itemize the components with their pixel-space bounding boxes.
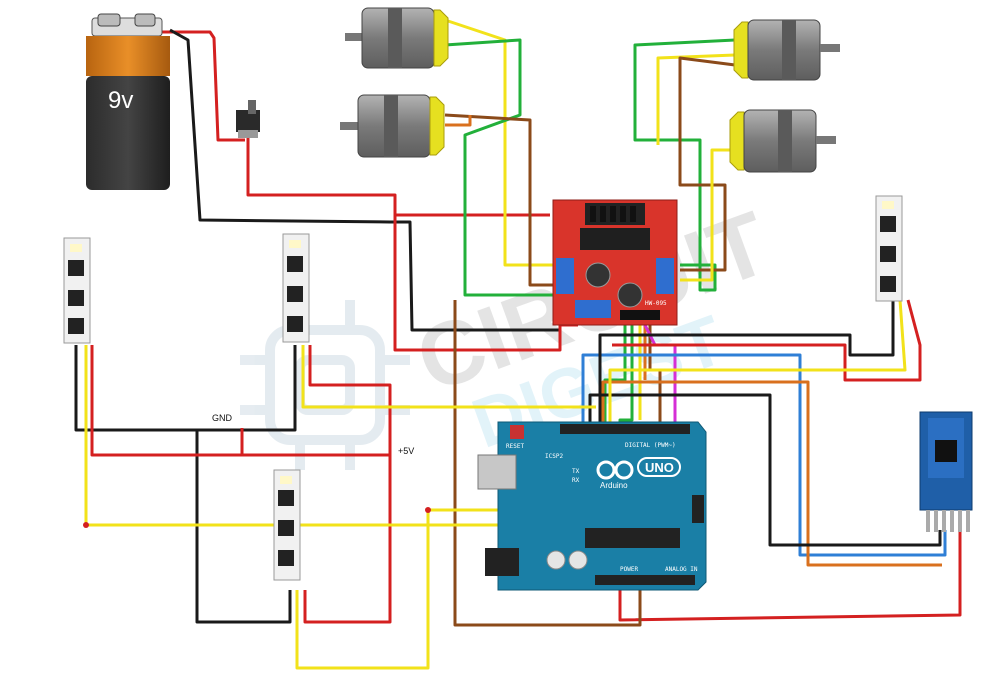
led-strip-left xyxy=(63,237,91,344)
wire-gnd-bus xyxy=(74,345,297,432)
wire-motor2-orange xyxy=(445,115,472,127)
wire-bt-blue xyxy=(581,353,947,557)
motor-front-left xyxy=(345,7,449,69)
motor-front-right xyxy=(733,19,840,81)
wire-5v-bus xyxy=(90,345,392,457)
arduino-brand-label: Arduino xyxy=(600,481,628,490)
wire-battery-positive xyxy=(148,30,245,142)
gnd-label: GND xyxy=(212,413,233,423)
analog-label: ANALOG IN xyxy=(665,566,698,573)
motor-rear-left xyxy=(340,94,445,158)
vcc-label: +5V xyxy=(398,446,414,456)
led-strip-center xyxy=(282,233,310,343)
arduino-infinity-icon xyxy=(596,460,634,480)
driver-model-label: HW-095 xyxy=(645,300,667,307)
battery-label: 9v xyxy=(108,87,133,114)
junction-dots xyxy=(83,507,431,528)
wire-motor2-brown xyxy=(444,113,553,287)
motor-driver-l298n: HW-095 xyxy=(552,199,678,326)
wire-motor1-yellow xyxy=(444,18,553,267)
wire-motor3-brown xyxy=(678,56,736,272)
reset-label: RESET xyxy=(506,443,524,450)
wire-gnd-brown xyxy=(453,300,642,627)
arduino-model-label: UNO xyxy=(645,460,674,475)
wire-right-led-yellow xyxy=(608,299,907,425)
wire-bt-red xyxy=(618,530,962,622)
wire-ctrl-green1 xyxy=(603,315,627,425)
wire-right-led-red xyxy=(612,299,922,382)
led-strip-right xyxy=(875,195,903,302)
wire-right-led-black xyxy=(598,300,895,425)
wire-data-yellow-2 xyxy=(301,345,596,409)
led-strip-bottom xyxy=(273,469,301,581)
rx-label: RX xyxy=(572,477,580,484)
wire-5v-to-strip3 xyxy=(303,455,392,624)
arduino-uno: RESET ICSP2 TX RX DIGITAL (PWM~) UNO Ard… xyxy=(477,421,707,591)
motor-rear-right xyxy=(729,109,836,173)
bluetooth-module-hc05 xyxy=(919,411,973,532)
tx-label: TX xyxy=(572,468,580,475)
reset-button[interactable] xyxy=(510,425,524,439)
wire-motor4-yellow xyxy=(680,148,735,282)
wire-bt-black xyxy=(588,393,942,547)
wire-motor3-yellow xyxy=(656,53,736,145)
power-label: POWER xyxy=(620,566,638,573)
power-switch[interactable] xyxy=(236,100,260,138)
wires xyxy=(74,18,962,670)
icsp-label: ICSP2 xyxy=(545,453,563,460)
wire-motor1-green xyxy=(444,38,555,297)
battery-9v: 9v xyxy=(86,13,170,190)
wire-switch-to-driver xyxy=(246,138,550,217)
digital-label: DIGITAL (PWM~) xyxy=(625,442,676,449)
